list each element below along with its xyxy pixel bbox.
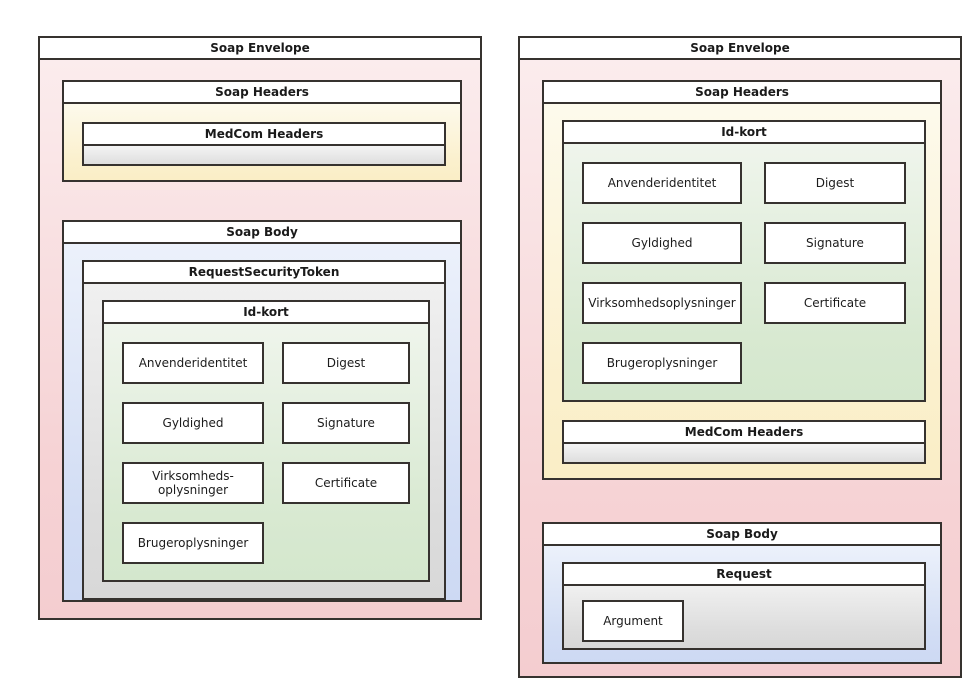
left-soap-envelope-title: Soap Envelope [40,38,480,60]
right-node-signature[interactable]: Signature [764,222,906,264]
right-soap-headers[interactable]: Soap Headers Id-kort Anvenderidentitet D… [542,80,942,480]
left-node-anvenderidentitet[interactable]: Anvenderidentitet [122,342,264,384]
left-request-security-token-body: Id-kort Anvenderidentitet Digest [84,284,444,598]
right-medcom-headers-title: MedCom Headers [564,422,924,444]
left-soap-headers-body: MedCom Headers [64,104,460,180]
right-medcom-headers-body [564,444,924,462]
right-request-title: Request [564,564,924,586]
right-node-gyldighed[interactable]: Gyldighed [582,222,742,264]
right-soap-envelope-body: Soap Headers Id-kort Anvenderidentitet D… [520,60,960,676]
right-node-digest[interactable]: Digest [764,162,906,204]
left-soap-envelope-body: Soap Headers MedCom Headers Soap Body Re… [40,60,480,618]
left-medcom-headers[interactable]: MedCom Headers [82,122,446,166]
right-node-virksomhedsoplysninger[interactable]: Virksomhedsoplysninger [582,282,742,324]
right-id-kort-body: Anvenderidentitet Digest Gyldighed Signa… [564,144,924,400]
right-node-brugeroplysninger[interactable]: Brugeroplysninger [582,342,742,384]
left-soap-headers[interactable]: Soap Headers MedCom Headers [62,80,462,182]
right-node-argument[interactable]: Argument [582,600,684,642]
left-node-digest[interactable]: Digest [282,342,410,384]
left-id-kort-body: Anvenderidentitet Digest Gyldighed [104,324,428,580]
right-id-kort[interactable]: Id-kort Anvenderidentitet Digest Gyldigh… [562,120,926,402]
left-soap-body[interactable]: Soap Body RequestSecurityToken Id-kort A… [62,220,462,602]
left-node-brugeroplysninger[interactable]: Brugeroplysninger [122,522,264,564]
left-soap-headers-title: Soap Headers [64,82,460,104]
left-medcom-headers-body [84,146,444,164]
right-soap-headers-title: Soap Headers [544,82,940,104]
left-request-security-token-title: RequestSecurityToken [84,262,444,284]
left-request-security-token[interactable]: RequestSecurityToken Id-kort Anvenderide… [82,260,446,600]
right-soap-envelope-title: Soap Envelope [520,38,960,60]
right-soap-body[interactable]: Soap Body Request Argument [542,522,942,664]
left-soap-body-body: RequestSecurityToken Id-kort Anvenderide… [64,244,460,600]
right-request-body: Argument [564,586,924,648]
left-id-kort-title: Id-kort [104,302,428,324]
right-node-certificate[interactable]: Certificate [764,282,906,324]
left-id-kort[interactable]: Id-kort Anvenderidentitet Digest [102,300,430,582]
right-medcom-headers[interactable]: MedCom Headers [562,420,926,464]
right-soap-headers-body: Id-kort Anvenderidentitet Digest Gyldigh… [544,104,940,478]
left-medcom-headers-title: MedCom Headers [84,124,444,146]
right-soap-envelope[interactable]: Soap Envelope Soap Headers Id-kort Anven… [518,36,962,678]
left-node-certificate[interactable]: Certificate [282,462,410,504]
left-soap-envelope[interactable]: Soap Envelope Soap Headers MedCom Header… [38,36,482,620]
right-node-anvenderidentitet[interactable]: Anvenderidentitet [582,162,742,204]
left-soap-body-title: Soap Body [64,222,460,244]
left-node-virksomhedsoplysninger[interactable]: Virksomheds- oplysninger [122,462,264,504]
left-node-gyldighed[interactable]: Gyldighed [122,402,264,444]
right-id-kort-title: Id-kort [564,122,924,144]
right-soap-body-title: Soap Body [544,524,940,546]
right-soap-body-body: Request Argument [544,546,940,662]
right-request[interactable]: Request Argument [562,562,926,650]
left-node-signature[interactable]: Signature [282,402,410,444]
